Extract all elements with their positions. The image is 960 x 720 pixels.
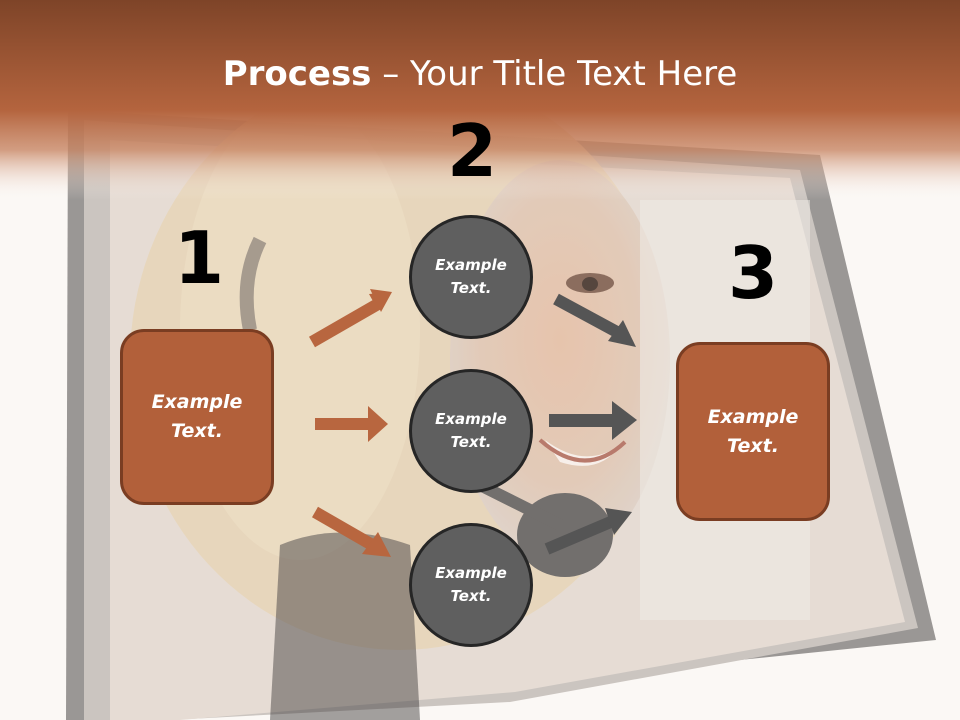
circle-bottom-line2: Text. bbox=[450, 587, 492, 605]
left-process-box: Example Text. bbox=[120, 329, 274, 505]
title-rest: – Your Title Text Here bbox=[371, 54, 738, 94]
arrow-down-right-icon bbox=[553, 293, 636, 347]
right-box-line1: Example bbox=[707, 405, 799, 428]
step-number-1: 1 bbox=[173, 216, 225, 300]
left-arrows bbox=[308, 289, 392, 557]
arrow-down-right-icon bbox=[312, 506, 391, 557]
title-bold: Process bbox=[222, 54, 372, 94]
circle-middle-line1: Example bbox=[435, 410, 507, 428]
arrow-up-right-icon bbox=[308, 289, 392, 348]
circle-middle-line2: Text. bbox=[450, 433, 492, 451]
process-circle-bottom: Example Text. bbox=[409, 523, 533, 647]
left-box-line2: Text. bbox=[171, 420, 223, 442]
right-box-line2: Text. bbox=[727, 434, 779, 457]
circle-bottom-line1: Example bbox=[435, 564, 507, 582]
circle-top-line1: Example bbox=[435, 256, 507, 274]
slide-title: Process – Your Title Text Here bbox=[0, 52, 960, 96]
arrow-up-right-icon bbox=[544, 508, 632, 555]
title-banner bbox=[0, 0, 960, 200]
step-number-2: 2 bbox=[446, 109, 498, 193]
circle-top-line2: Text. bbox=[450, 279, 492, 297]
process-circle-middle: Example Text. bbox=[409, 369, 533, 493]
left-box-line1: Example bbox=[151, 391, 243, 413]
process-circle-top: Example Text. bbox=[409, 215, 533, 339]
arrow-right-icon bbox=[549, 401, 637, 440]
step-number-3: 3 bbox=[727, 231, 779, 315]
right-arrows bbox=[544, 293, 637, 555]
arrow-right-icon bbox=[315, 406, 388, 442]
right-process-box: Example Text. bbox=[676, 342, 830, 521]
